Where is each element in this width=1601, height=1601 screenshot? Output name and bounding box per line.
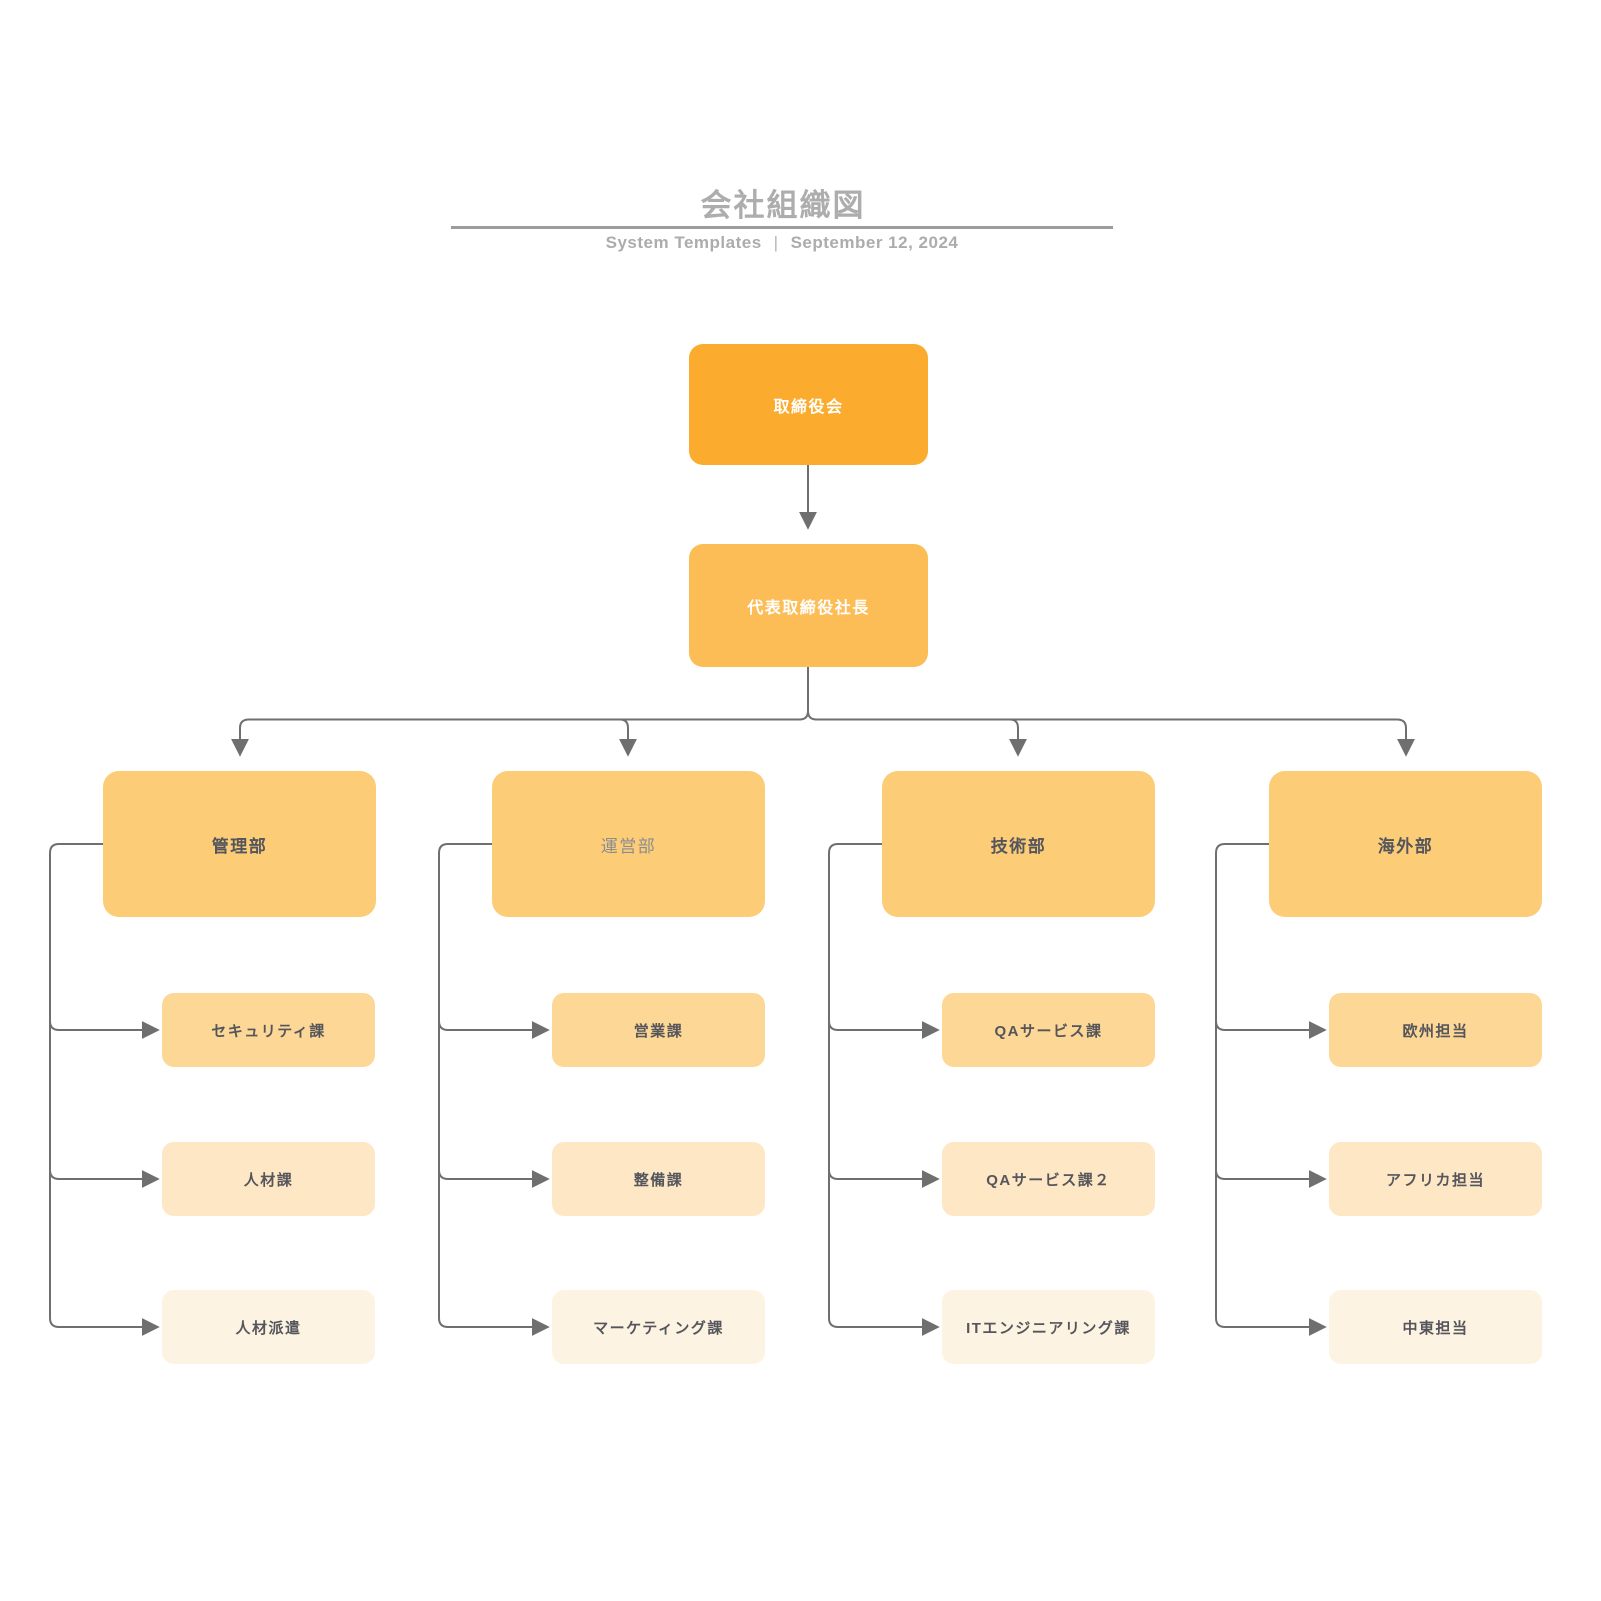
- node-europe-section[interactable]: 欧州担当: [1329, 993, 1542, 1067]
- chart-date: September 12, 2024: [790, 233, 959, 252]
- node-hr-section[interactable]: 人材課: [162, 1142, 375, 1216]
- node-maintenance-section[interactable]: 整備課: [552, 1142, 765, 1216]
- connector-president-departments: [231, 667, 1415, 757]
- node-it-engineering-section[interactable]: ITエンジニアリング課: [942, 1290, 1155, 1364]
- node-engineering-dept[interactable]: 技術部: [882, 771, 1155, 917]
- node-sales-section[interactable]: 営業課: [552, 993, 765, 1067]
- node-operations-dept[interactable]: 運営部: [492, 771, 765, 917]
- connector-dept4-children: [1215, 843, 1327, 1336]
- node-board-of-directors[interactable]: 取締役会: [689, 344, 928, 465]
- node-president[interactable]: 代表取締役社長: [689, 544, 928, 667]
- node-overseas-dept[interactable]: 海外部: [1269, 771, 1542, 917]
- connector-dept3-children: [828, 843, 940, 1336]
- node-qa-service-2-section[interactable]: QAサービス課２: [942, 1142, 1155, 1216]
- connector-dept1-children: [49, 843, 160, 1336]
- chart-byline: System Templates: [605, 233, 762, 252]
- connector-dept2-children: [438, 843, 550, 1336]
- node-marketing-section[interactable]: マーケティング課: [552, 1290, 765, 1364]
- subtitle-separator: |: [773, 233, 779, 252]
- title-divider: [451, 226, 1113, 229]
- chart-subtitle: System Templates | September 12, 2024: [351, 233, 1213, 253]
- node-qa-service-section[interactable]: QAサービス課: [942, 993, 1155, 1067]
- node-africa-section[interactable]: アフリカ担当: [1329, 1142, 1542, 1216]
- node-admin-dept[interactable]: 管理部: [103, 771, 376, 917]
- page-title: 会社組織図: [700, 188, 866, 223]
- node-staffing-section[interactable]: 人材派遣: [162, 1290, 375, 1364]
- node-security-section[interactable]: セキュリティ課: [162, 993, 375, 1067]
- node-middle-east-section[interactable]: 中東担当: [1329, 1290, 1542, 1364]
